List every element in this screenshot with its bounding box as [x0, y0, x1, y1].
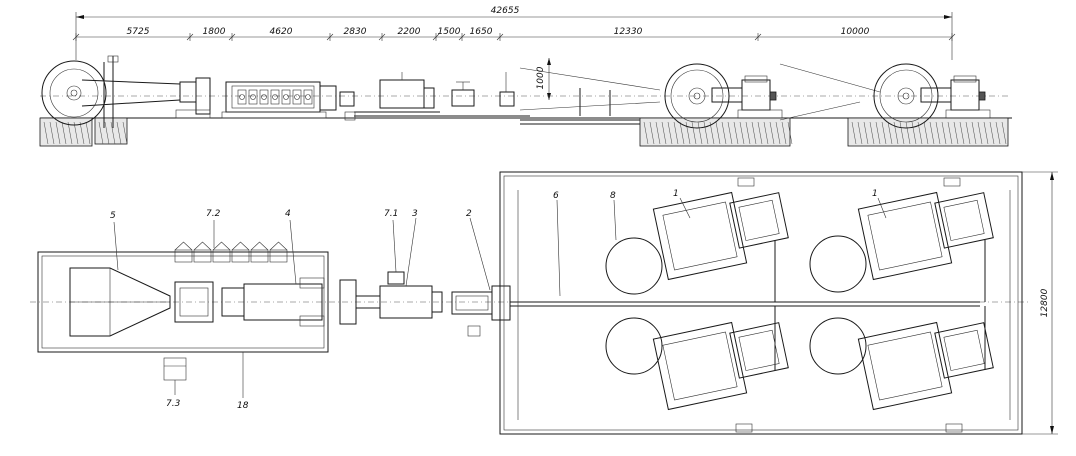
callout-7-2: 7.2: [206, 209, 221, 219]
cooling-tank: [379, 72, 435, 109]
height-dimension-label: 1000: [536, 66, 546, 89]
coiler-enclosure: [467, 171, 1023, 435]
elevation-view: 42655 5725 1800 4620 2830 2200 1500 1650…: [39, 6, 1012, 147]
capstan-unit: [175, 77, 211, 119]
segment-dimension-6: 1500: [438, 27, 461, 37]
segment-dimension-1: 5725: [127, 27, 150, 37]
callout-7-3: 7.3: [166, 399, 181, 409]
callout-payoff: 5: [110, 211, 116, 221]
payoff-reel: [41, 55, 181, 128]
callout-7-1: 7.1: [384, 209, 398, 219]
segment-dimension-9: 10000: [841, 27, 870, 37]
callout-coiler-1: 1: [673, 189, 679, 199]
width-dimension: 12800: [1022, 171, 1058, 435]
segment-dimension-3: 4620: [270, 27, 293, 37]
payoff-enclosure: [37, 241, 329, 381]
segment-dimension-2: 1800: [203, 27, 226, 37]
callout-drawing-machine: 4: [285, 209, 291, 219]
segment-dimensions: 5725 1800 4620 2830 2200 1500 1650 12330…: [72, 27, 956, 41]
height-dimension: 1000: [536, 58, 551, 100]
tank-plan: [339, 271, 443, 325]
take-up-coiler-1: [664, 63, 783, 129]
plan-view: 12800 1 1 2 3 4 5 6 7.1 7.2 7.3 8 18: [30, 171, 1058, 435]
callout-18: 18: [237, 401, 249, 411]
overall-dimension-label: 42655: [491, 6, 520, 16]
callout-tank: 3: [412, 209, 418, 219]
callout-8: 8: [610, 191, 616, 201]
guide-stands: [440, 72, 530, 117]
segment-dimension-5: 2200: [398, 27, 421, 37]
floor-pit-stand: [94, 117, 128, 145]
drawing-machine: [221, 81, 337, 119]
callout-coiler-2: 1: [872, 189, 878, 199]
capstan-plan: [451, 285, 511, 321]
segment-dimension-4: 2830: [344, 27, 367, 37]
segment-dimension-7: 1650: [470, 27, 493, 37]
intermediate-stand: [339, 91, 440, 121]
callout-leaders: [113, 197, 887, 398]
callout-capstan: 2: [466, 209, 472, 219]
width-dimension-label: 12800: [1040, 288, 1050, 317]
take-up-coiler-2: [873, 63, 991, 129]
segment-dimension-8: 12330: [614, 27, 643, 37]
callout-guide: 6: [553, 191, 559, 201]
